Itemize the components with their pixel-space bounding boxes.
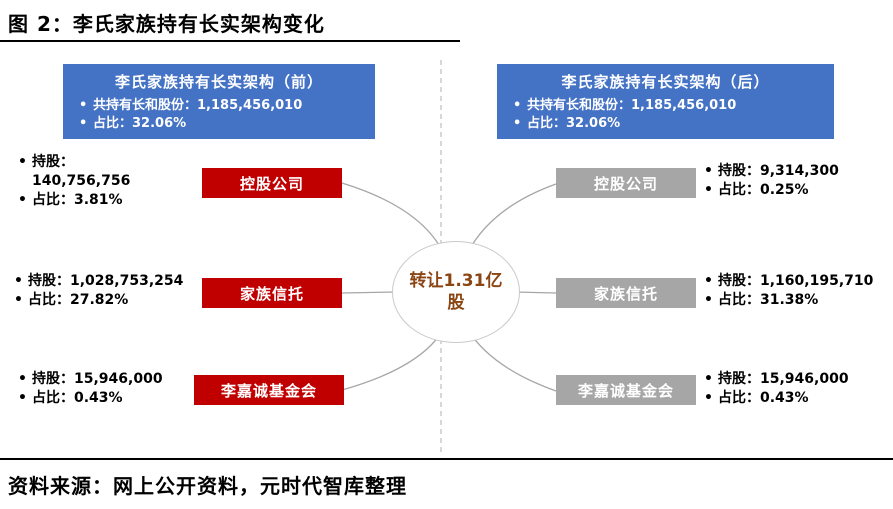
stat-ratio: • 占比：0.43% <box>18 389 163 408</box>
holding-value: 持股：1,028,753,254 <box>28 273 184 289</box>
stat-holding: • 持股： 140,756,756 <box>18 153 130 191</box>
bullet-icon: • <box>18 390 27 406</box>
transfer-label: 转让1.31亿股 <box>409 271 503 313</box>
after-holdco-stats: • 持股：9,314,300 • 占比：0.25% <box>704 162 839 200</box>
bullet-icon: • <box>79 98 88 113</box>
bullet-icon: • <box>704 182 713 198</box>
bullet-icon: • <box>79 116 88 131</box>
bullet-icon: • <box>704 390 713 406</box>
stat-ratio: • 占比：0.25% <box>704 181 839 200</box>
before-header-bullet-shares: • 共持有长和股份：1,185,456,010 <box>63 97 375 115</box>
bullet-icon: • <box>18 192 27 208</box>
before-foundation-stats: • 持股：15,946,000 • 占比：0.43% <box>18 370 163 408</box>
connector-after-trust <box>513 291 557 294</box>
holding-value: 持股：15,946,000 <box>718 371 849 387</box>
stat-holding: • 持股：1,160,195,710 <box>704 272 873 291</box>
source-note: 资料来源：网上公开资料，元时代智库整理 <box>8 474 407 498</box>
after-node-holdco: 控股公司 <box>556 168 696 198</box>
transfer-ellipse: 转让1.31亿股 <box>392 241 520 343</box>
ratio-value: 占比：0.43% <box>32 390 123 406</box>
stat-ratio: • 占比：27.82% <box>14 291 183 310</box>
ratio-value: 占比：0.43% <box>718 390 809 406</box>
after-total-shares: 共持有长和股份：1,185,456,010 <box>527 98 737 113</box>
ratio-value: 占比：31.38% <box>718 292 819 308</box>
stat-holding: • 持股：15,946,000 <box>18 370 163 389</box>
bullet-icon: • <box>18 371 27 387</box>
stat-ratio: • 占比：31.38% <box>704 291 873 310</box>
ratio-value: 占比：3.81% <box>32 192 123 208</box>
bottom-rule <box>0 458 893 460</box>
bullet-icon: • <box>14 292 23 308</box>
stat-holding: • 持股：15,946,000 <box>704 370 849 389</box>
before-header-title: 李氏家族持有长实架构（前） <box>114 73 323 91</box>
holding-value: 持股： 140,756,756 <box>32 154 131 189</box>
connector-after-foundation <box>467 329 557 392</box>
bullet-icon: • <box>18 154 27 170</box>
after-total-ratio: 占比：32.06% <box>527 116 621 131</box>
after-header-bullet-shares: • 共持有长和股份：1,185,456,010 <box>497 97 834 115</box>
stat-holding: • 持股：9,314,300 <box>704 162 839 181</box>
ratio-value: 占比：27.82% <box>28 292 129 308</box>
bullet-icon: • <box>704 292 713 308</box>
bullet-icon: • <box>14 273 23 289</box>
stat-ratio: • 占比：3.81% <box>18 191 130 210</box>
ratio-value: 占比：0.25% <box>718 182 809 198</box>
stat-holding: • 持股：1,028,753,254 <box>14 272 183 291</box>
connector-before-foundation <box>341 329 444 391</box>
before-trust-stats: • 持股：1,028,753,254 • 占比：27.82% <box>14 272 183 310</box>
bullet-icon: • <box>513 116 522 131</box>
after-header-box: 李氏家族持有长实架构（后） • 共持有长和股份：1,185,456,010 • … <box>497 64 834 139</box>
bullet-icon: • <box>513 98 522 113</box>
holding-value: 持股：15,946,000 <box>32 371 163 387</box>
connector-before-trust <box>341 291 397 294</box>
before-total-shares: 共持有长和股份：1,185,456,010 <box>93 98 303 113</box>
connector-after-holdco <box>467 183 557 253</box>
figure-title: 图 2：李氏家族持有长实架构变化 <box>8 12 325 36</box>
after-header-title: 李氏家族持有长实架构（后） <box>561 73 770 91</box>
after-node-trust: 家族信托 <box>556 278 696 308</box>
before-header-box: 李氏家族持有长实架构（前） • 共持有长和股份：1,185,456,010 • … <box>63 64 375 139</box>
bullet-icon: • <box>704 273 713 289</box>
before-node-foundation: 李嘉诚基金会 <box>194 375 344 405</box>
after-trust-stats: • 持股：1,160,195,710 • 占比：31.38% <box>704 272 873 310</box>
connector-before-holdco <box>341 182 444 253</box>
after-header-bullet-ratio: • 占比：32.06% <box>497 115 834 133</box>
bullet-icon: • <box>704 371 713 387</box>
before-holdco-stats: • 持股： 140,756,756 • 占比：3.81% <box>18 153 130 210</box>
before-header-bullet-ratio: • 占比：32.06% <box>63 115 375 133</box>
holding-value: 持股：1,160,195,710 <box>718 273 874 289</box>
after-node-foundation: 李嘉诚基金会 <box>556 375 696 405</box>
title-underline <box>0 40 460 42</box>
before-node-trust: 家族信托 <box>202 278 342 308</box>
stat-ratio: • 占比：0.43% <box>704 389 849 408</box>
before-node-holdco: 控股公司 <box>202 168 342 198</box>
after-foundation-stats: • 持股：15,946,000 • 占比：0.43% <box>704 370 849 408</box>
holding-value: 持股：9,314,300 <box>718 163 839 179</box>
bullet-icon: • <box>704 163 713 179</box>
before-total-ratio: 占比：32.06% <box>93 116 187 131</box>
